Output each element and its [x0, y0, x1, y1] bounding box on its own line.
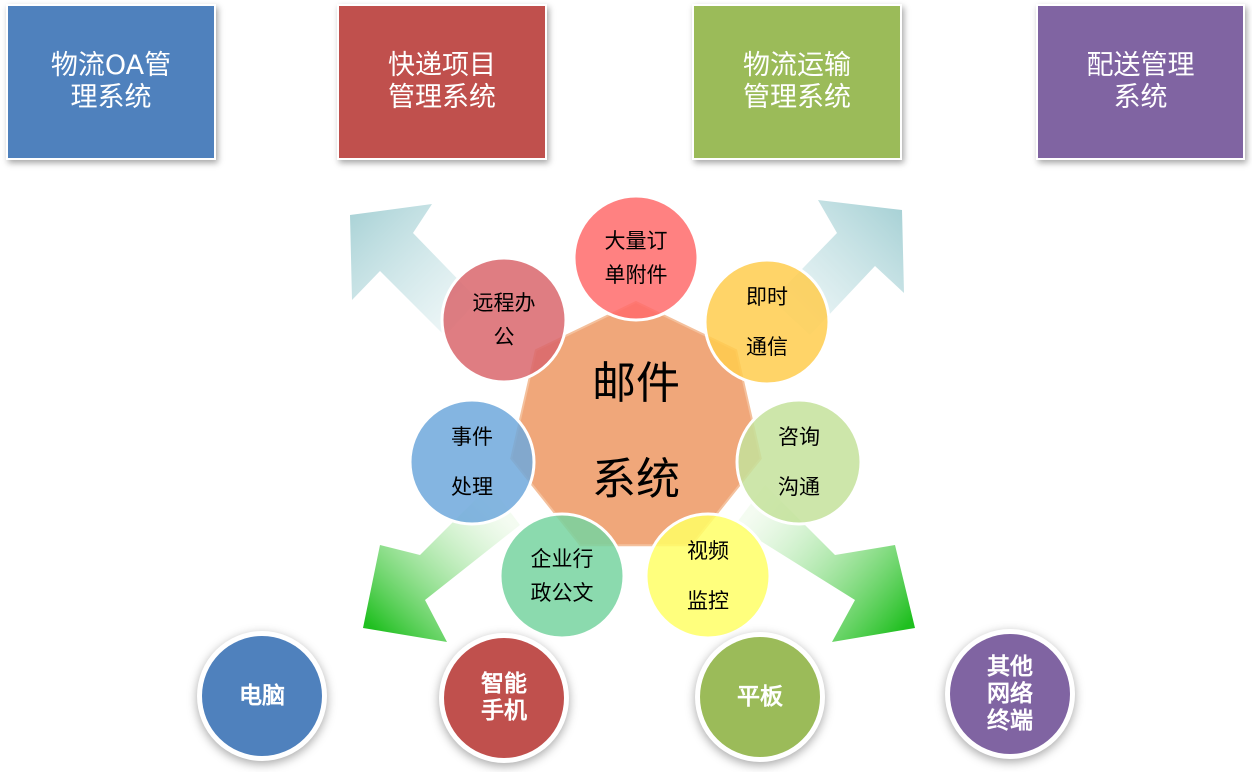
- feature-line1: 事件: [451, 425, 493, 449]
- device-other-terminals: 其他网络终端: [950, 634, 1070, 754]
- feature-circle-remote-office: [440, 256, 568, 384]
- system-box-line1: 物流运输: [743, 50, 851, 81]
- device-label-line: 电脑: [239, 682, 285, 709]
- arrow-lower-right: [735, 485, 915, 642]
- system-box-logistics-oa: 物流OA管理系统: [8, 6, 214, 158]
- feature-circle-instant-messaging: [703, 258, 831, 386]
- feature-line1: 即时: [746, 285, 788, 309]
- feature-circle-enterprise-documents: [498, 512, 626, 640]
- feature-line2: 单附件: [604, 263, 668, 287]
- feature-label-bulk-order-attachments: 大量订 单附件: [571, 224, 701, 292]
- feature-label-enterprise-documents: 企业行 政公文: [497, 542, 627, 610]
- feature-line1: 咨询: [778, 425, 820, 449]
- feature-line1: 远程办: [472, 291, 536, 315]
- device-label-line: 手机: [481, 698, 527, 724]
- feature-line2: 沟通: [778, 475, 820, 499]
- feature-label-consulting-communication: 咨询 沟通: [734, 412, 864, 512]
- center-label-line2: 系统: [592, 454, 680, 505]
- feature-label-instant-messaging: 即时 通信: [702, 272, 832, 372]
- feature-circle-bulk-order-attachments: [572, 194, 700, 322]
- system-box-line1: 快递项目: [388, 50, 496, 81]
- system-box-line2: 管理系统: [388, 82, 496, 113]
- feature-line1: 企业行: [530, 547, 594, 571]
- feature-label-video-monitoring: 视频 监控: [643, 526, 773, 626]
- center-label: 邮件 系统: [592, 336, 680, 528]
- feature-circles: [408, 194, 863, 640]
- feature-line1: 视频: [687, 539, 729, 563]
- system-box-line1: 配送管理: [1086, 50, 1195, 81]
- system-box-delivery-management: 配送管理系统: [1038, 6, 1243, 158]
- feature-circle-video-monitoring: [644, 512, 772, 640]
- device-label-line: 网络: [987, 680, 1033, 707]
- feature-line2: 监控: [687, 589, 729, 613]
- center-label-line1: 邮件: [592, 358, 680, 409]
- feature-label-event-handling: 事件 处理: [407, 412, 537, 512]
- system-box-line2: 系统: [1113, 82, 1168, 113]
- feature-circle-consulting-communication: [735, 398, 863, 526]
- system-box-line2: 理系统: [70, 82, 152, 113]
- feature-line2: 公: [493, 325, 515, 349]
- system-box-logistics-transport: 物流运输管理系统: [694, 6, 900, 158]
- feature-line1: 大量订: [604, 229, 668, 253]
- feature-label-remote-office: 远程办 公: [439, 286, 569, 354]
- device-tablet: 平板: [700, 637, 820, 757]
- device-label-line: 其他: [987, 653, 1033, 680]
- feature-line2: 处理: [451, 475, 493, 499]
- system-box-line1: 物流OA管: [50, 50, 172, 81]
- feature-line2: 政公文: [530, 581, 594, 605]
- device-label-line: 智能: [481, 671, 527, 697]
- device-label-line: 终端: [987, 707, 1033, 734]
- system-box-line2: 管理系统: [743, 82, 851, 113]
- device-computer: 电脑: [202, 636, 322, 756]
- device-smartphone: 智能手机: [444, 638, 564, 758]
- device-label-line: 平板: [737, 683, 783, 710]
- feature-circle-event-handling: [408, 398, 536, 526]
- system-box-express-project: 快递项目管理系统: [339, 6, 545, 158]
- feature-line2: 通信: [746, 335, 788, 359]
